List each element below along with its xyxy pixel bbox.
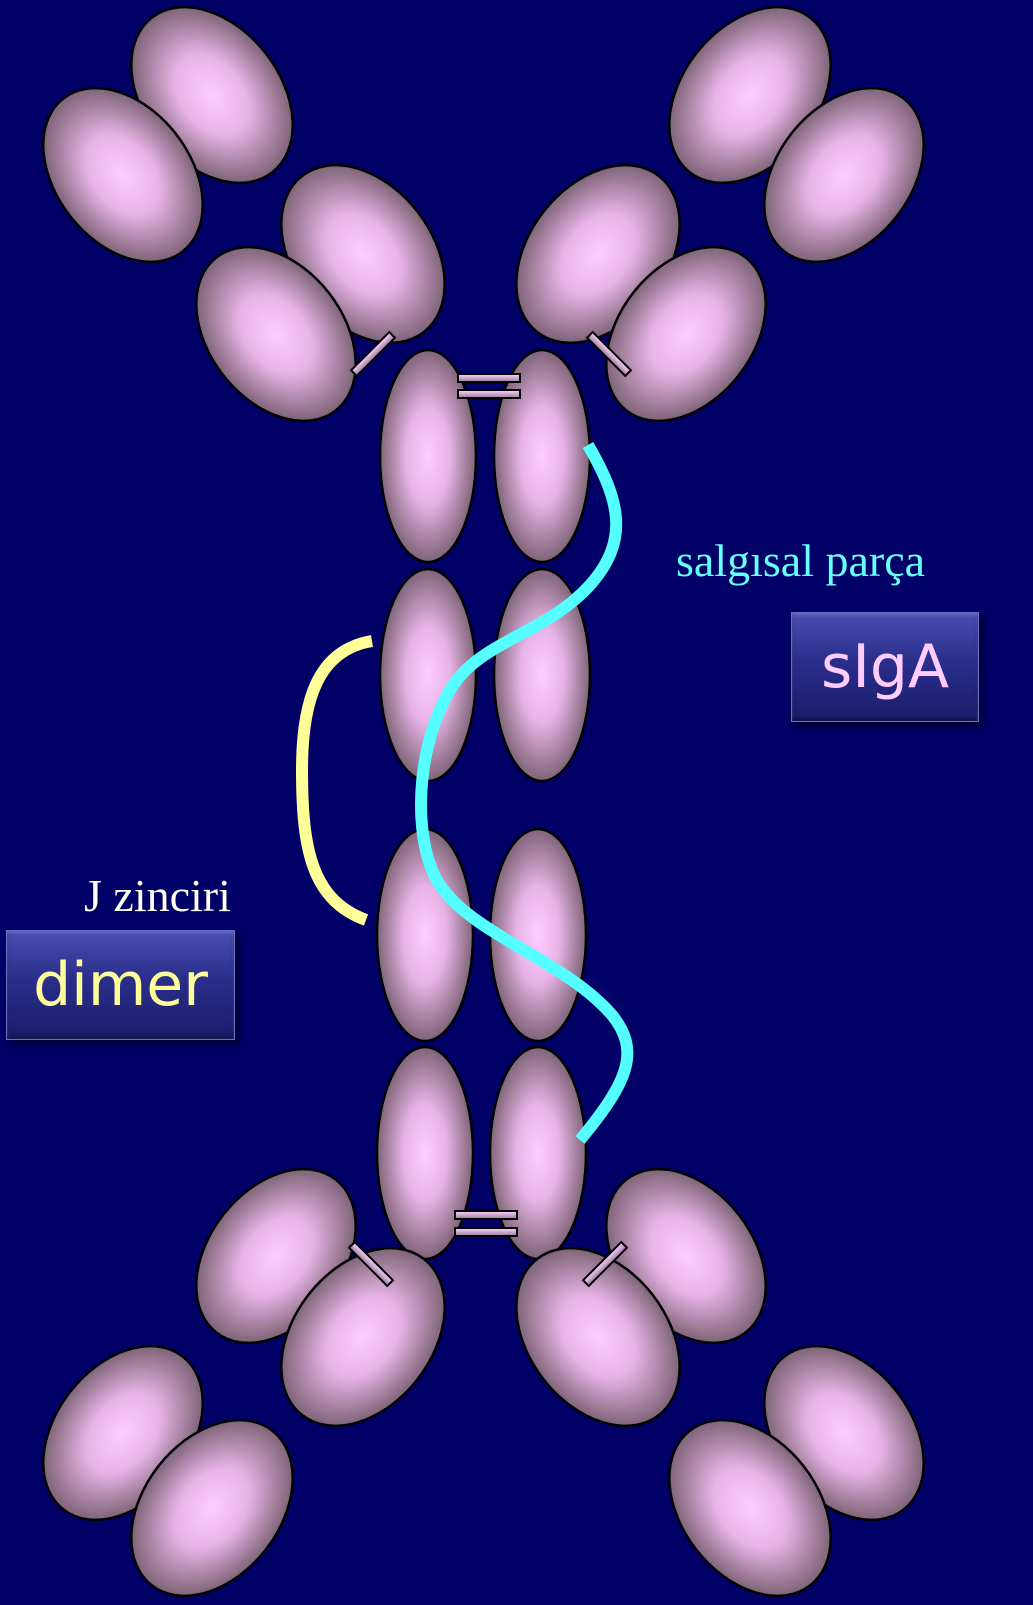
j-chain [302, 641, 372, 920]
siga-badge-text: sIgA [821, 637, 949, 697]
dimer-badge-text: dimer [33, 955, 208, 1015]
lower-hinge-disulfide-bond-1 [455, 1211, 517, 1219]
dimer-badge: dimer [6, 930, 235, 1040]
upper-hinge-disulfide-bond-1 [458, 374, 520, 382]
lower-hinge-disulfide-bond-2 [455, 1228, 517, 1236]
immunoglobulin-domains [10, 0, 956, 1605]
upper-hinge-disulfide-bond-2 [458, 390, 520, 398]
siga-badge: sIgA [791, 612, 979, 722]
secretory-component-label: salgısal parça [676, 538, 925, 584]
j-chain-label: J zinciri [84, 873, 231, 919]
